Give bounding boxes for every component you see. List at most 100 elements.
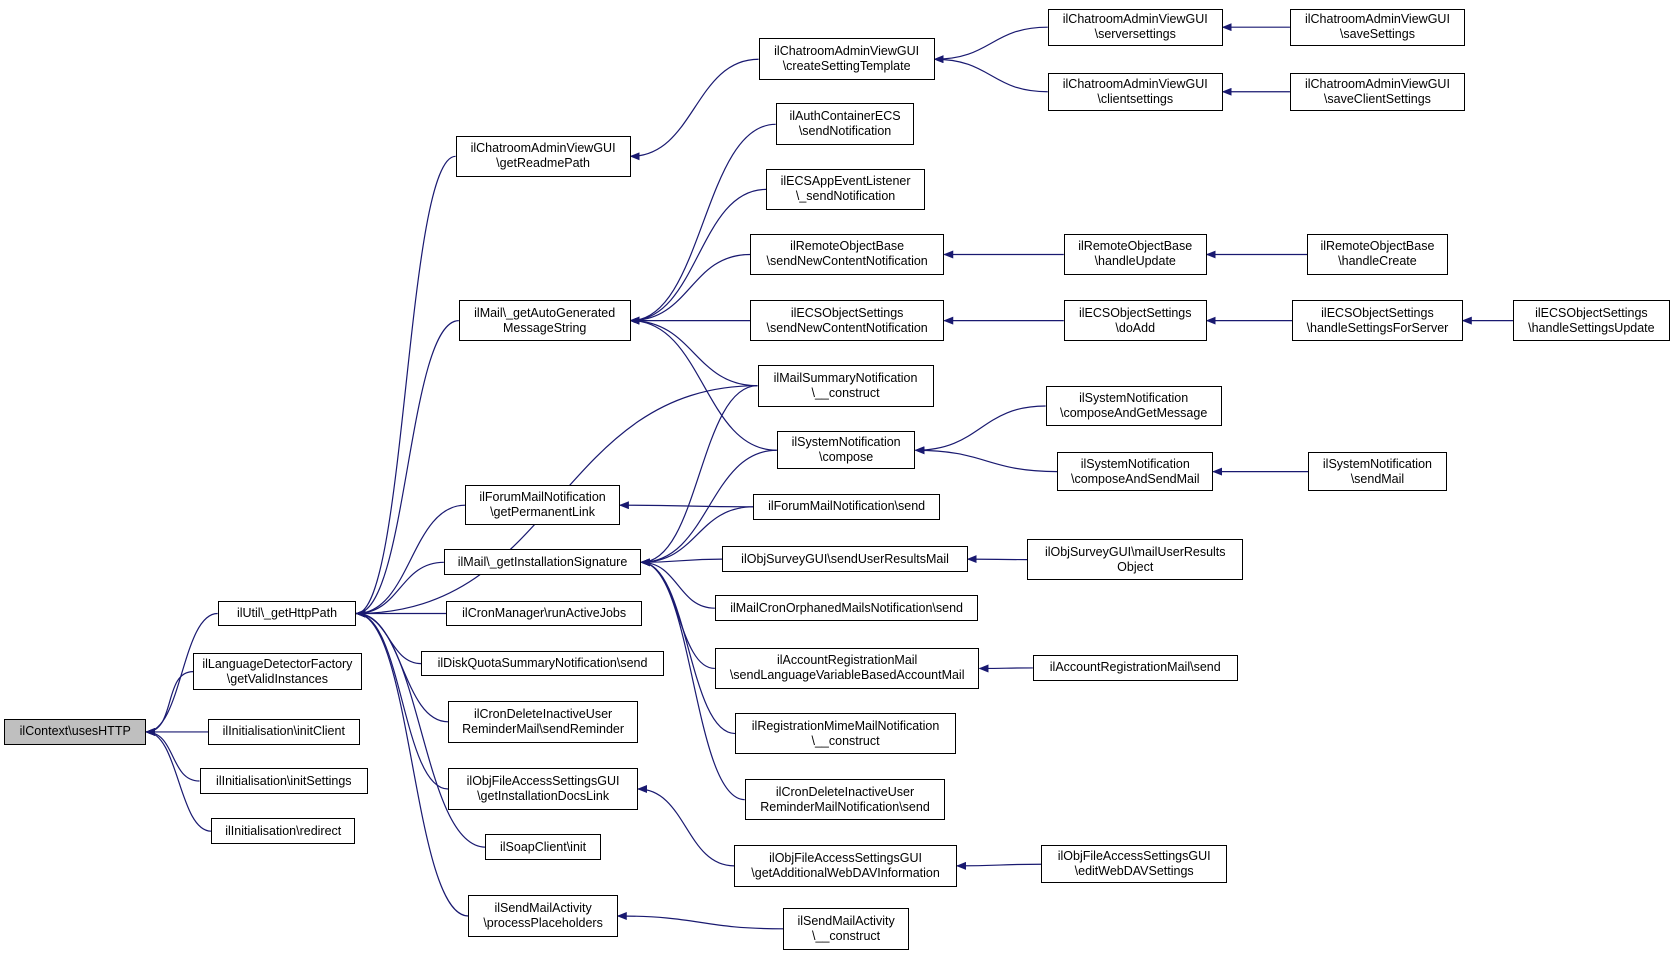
call-edge <box>640 506 754 567</box>
call-edge <box>637 785 735 867</box>
graph-node[interactable]: ilSystemNotification\sendMail <box>1308 452 1447 491</box>
call-edge <box>629 58 759 161</box>
node-label-line: ilSystemNotification <box>1080 456 1190 471</box>
node-label-line: ilChatroomAdminViewGUI <box>470 141 616 156</box>
call-edge <box>145 612 218 736</box>
graph-node[interactable]: ilSendMailActivity\processPlaceholders <box>468 895 618 937</box>
graph-node[interactable]: ilMailCronOrphanedMailsNotification\send <box>714 595 979 621</box>
node-label-line: ilECSAppEventListener <box>780 174 911 189</box>
graph-node[interactable]: ilObjSurveyGUI\sendUserResultsMail <box>722 546 968 572</box>
node-label-line: ilSystemNotification <box>1079 390 1189 405</box>
graph-node[interactable]: ilInitialisation\initSettings <box>199 768 369 794</box>
node-label-line: \handleCreate <box>1338 254 1417 269</box>
graph-node[interactable]: ilECSAppEventListener\_sendNotification <box>766 168 926 211</box>
call-edge <box>355 609 486 848</box>
graph-node[interactable]: ilRegistrationMimeMailNotification\__con… <box>735 712 956 755</box>
graph-node[interactable]: ilMailSummaryNotification\__construct <box>757 364 934 407</box>
graph-node[interactable]: ilChatroomAdminViewGUI\serversettings <box>1047 8 1223 46</box>
node-label-line: \_sendNotification <box>795 189 896 204</box>
graph-node[interactable]: ilChatroomAdminViewGUI\clientsettings <box>1047 72 1223 111</box>
graph-node[interactable]: ilCronManager\runActiveJobs <box>445 600 643 627</box>
graph-node[interactable]: ilChatroomAdminViewGUI\getReadmePath <box>455 135 631 178</box>
call-edge <box>618 501 754 510</box>
graph-node[interactable]: ilSystemNotification\compose <box>776 431 916 470</box>
node-label-line: \editWebDAVSettings <box>1074 864 1194 879</box>
graph-node[interactable]: ilChatroomAdminViewGUI\createSettingTemp… <box>758 38 935 81</box>
graph-node[interactable]: ilMail\_getInstallationSignature <box>443 549 642 576</box>
graph-node[interactable]: ilRemoteObjectBase\sendNewContentNotific… <box>750 233 945 276</box>
graph-node[interactable]: ilSystemNotification\composeAndSendMail <box>1057 452 1214 491</box>
node-label-line: Object <box>1117 559 1154 574</box>
node-label-line: \handleUpdate <box>1094 254 1176 269</box>
graph-node[interactable]: ilAuthContainerECS\sendNotification <box>775 103 915 146</box>
node-label-line: ilCronDeleteInactiveUser <box>775 784 915 799</box>
node-label-line: \clientsettings <box>1097 91 1174 106</box>
graph-node[interactable]: ilECSObjectSettings\sendNewContentNotifi… <box>750 299 945 342</box>
node-label-line: ilRemoteObjectBase <box>1078 239 1193 254</box>
call-edge <box>616 911 784 930</box>
graph-node[interactable]: ilObjFileAccessSettingsGUI\getAdditional… <box>734 845 958 887</box>
node-label-line: ilSystemNotification <box>1322 456 1432 471</box>
graph-node[interactable]: ilObjFileAccessSettingsGUI\getInstallati… <box>448 768 639 810</box>
graph-node[interactable]: ilAccountRegistrationMail\send <box>1032 655 1238 681</box>
node-label-line: ilChatroomAdminViewGUI <box>1062 12 1208 27</box>
graph-node[interactable]: ilAccountRegistrationMail\sendLanguageVa… <box>714 647 980 690</box>
graph-node[interactable]: ilUtil\_getHttpPath <box>217 600 357 627</box>
graph-node[interactable]: ilForumMailNotification\getPermanentLink <box>465 485 620 525</box>
node-label-line: MessageString <box>502 320 587 335</box>
node-label-line: ilSendMailActivity <box>494 900 592 915</box>
node-label-line: \saveClientSettings <box>1323 91 1431 106</box>
graph-node[interactable]: ilECSObjectSettings\handleSettingsUpdate <box>1512 299 1670 342</box>
graph-node[interactable]: ilInitialisation\initClient <box>208 719 360 745</box>
graph-node[interactable]: ilECSObjectSettings\doAdd <box>1063 299 1207 342</box>
call-edge <box>355 561 444 618</box>
node-label-line: ilObjSurveyGUI\mailUserResults <box>1044 544 1226 559</box>
node-label-line: ilInitialisation\initSettings <box>216 773 352 788</box>
node-label-line: ilMailCronOrphanedMailsNotification\send <box>730 600 963 615</box>
node-label-line: \saveSettings <box>1339 27 1415 42</box>
graph-node[interactable]: ilObjFileAccessSettingsGUI\editWebDAVSet… <box>1041 845 1227 884</box>
node-label-line: ilContext\usesHTTP <box>19 724 131 739</box>
graph-node[interactable]: ilForumMailNotification\send <box>753 494 940 520</box>
call-edge <box>640 558 745 801</box>
graph-node[interactable]: ilInitialisation\redirect <box>211 818 356 844</box>
node-label-line: \getValidInstances <box>226 671 329 686</box>
node-label-line: \createSettingTemplate <box>782 59 911 74</box>
node-label-line: ilAccountRegistrationMail\send <box>1049 660 1221 675</box>
call-edge <box>978 664 1033 673</box>
node-label-line: \composeAndSendMail <box>1070 471 1200 486</box>
call-edge <box>355 609 469 917</box>
graph-node[interactable]: ilDiskQuotaSummaryNotification\send <box>421 650 664 677</box>
call-edge <box>966 555 1028 564</box>
graph-node[interactable]: ilChatroomAdminViewGUI\saveSettings <box>1289 8 1465 46</box>
node-label-line: ilInitialisation\initClient <box>222 724 345 739</box>
graph-node[interactable]: ilRemoteObjectBase\handleCreate <box>1307 233 1448 276</box>
node-label-line: \sendNewContentNotification <box>766 254 928 269</box>
graph-node[interactable]: ilSystemNotification\composeAndGetMessag… <box>1045 386 1222 426</box>
graph-node[interactable]: ilECSObjectSettings\handleSettingsForSer… <box>1292 299 1463 342</box>
call-edge <box>629 253 751 325</box>
node-label-line: ilForumMailNotification <box>479 490 606 505</box>
graph-node[interactable]: ilSoapClient\init <box>485 834 601 860</box>
node-label-line: ilChatroomAdminViewGUI <box>774 44 920 59</box>
call-edge <box>145 727 200 782</box>
call-edge <box>355 504 466 618</box>
node-label-line: \compose <box>819 450 874 465</box>
call-edge <box>640 449 777 567</box>
call-edge <box>629 316 777 451</box>
node-label-line: ilObjFileAccessSettingsGUI <box>1057 849 1211 864</box>
graph-node[interactable]: ilLanguageDetectorFactory\getValidInstan… <box>193 652 362 691</box>
graph-node[interactable]: ilChatroomAdminViewGUI\saveClientSetting… <box>1289 72 1465 111</box>
call-edge <box>933 26 1048 64</box>
graph-node[interactable]: ilRemoteObjectBase\handleUpdate <box>1063 233 1207 276</box>
root-node: ilContext\usesHTTP <box>4 719 147 745</box>
node-label-line: \getPermanentLink <box>490 505 595 520</box>
node-label-line: \sendLanguageVariableBasedAccountMail <box>729 668 965 683</box>
graph-node[interactable]: ilSendMailActivity\__construct <box>783 907 910 950</box>
call-edge <box>640 558 715 609</box>
